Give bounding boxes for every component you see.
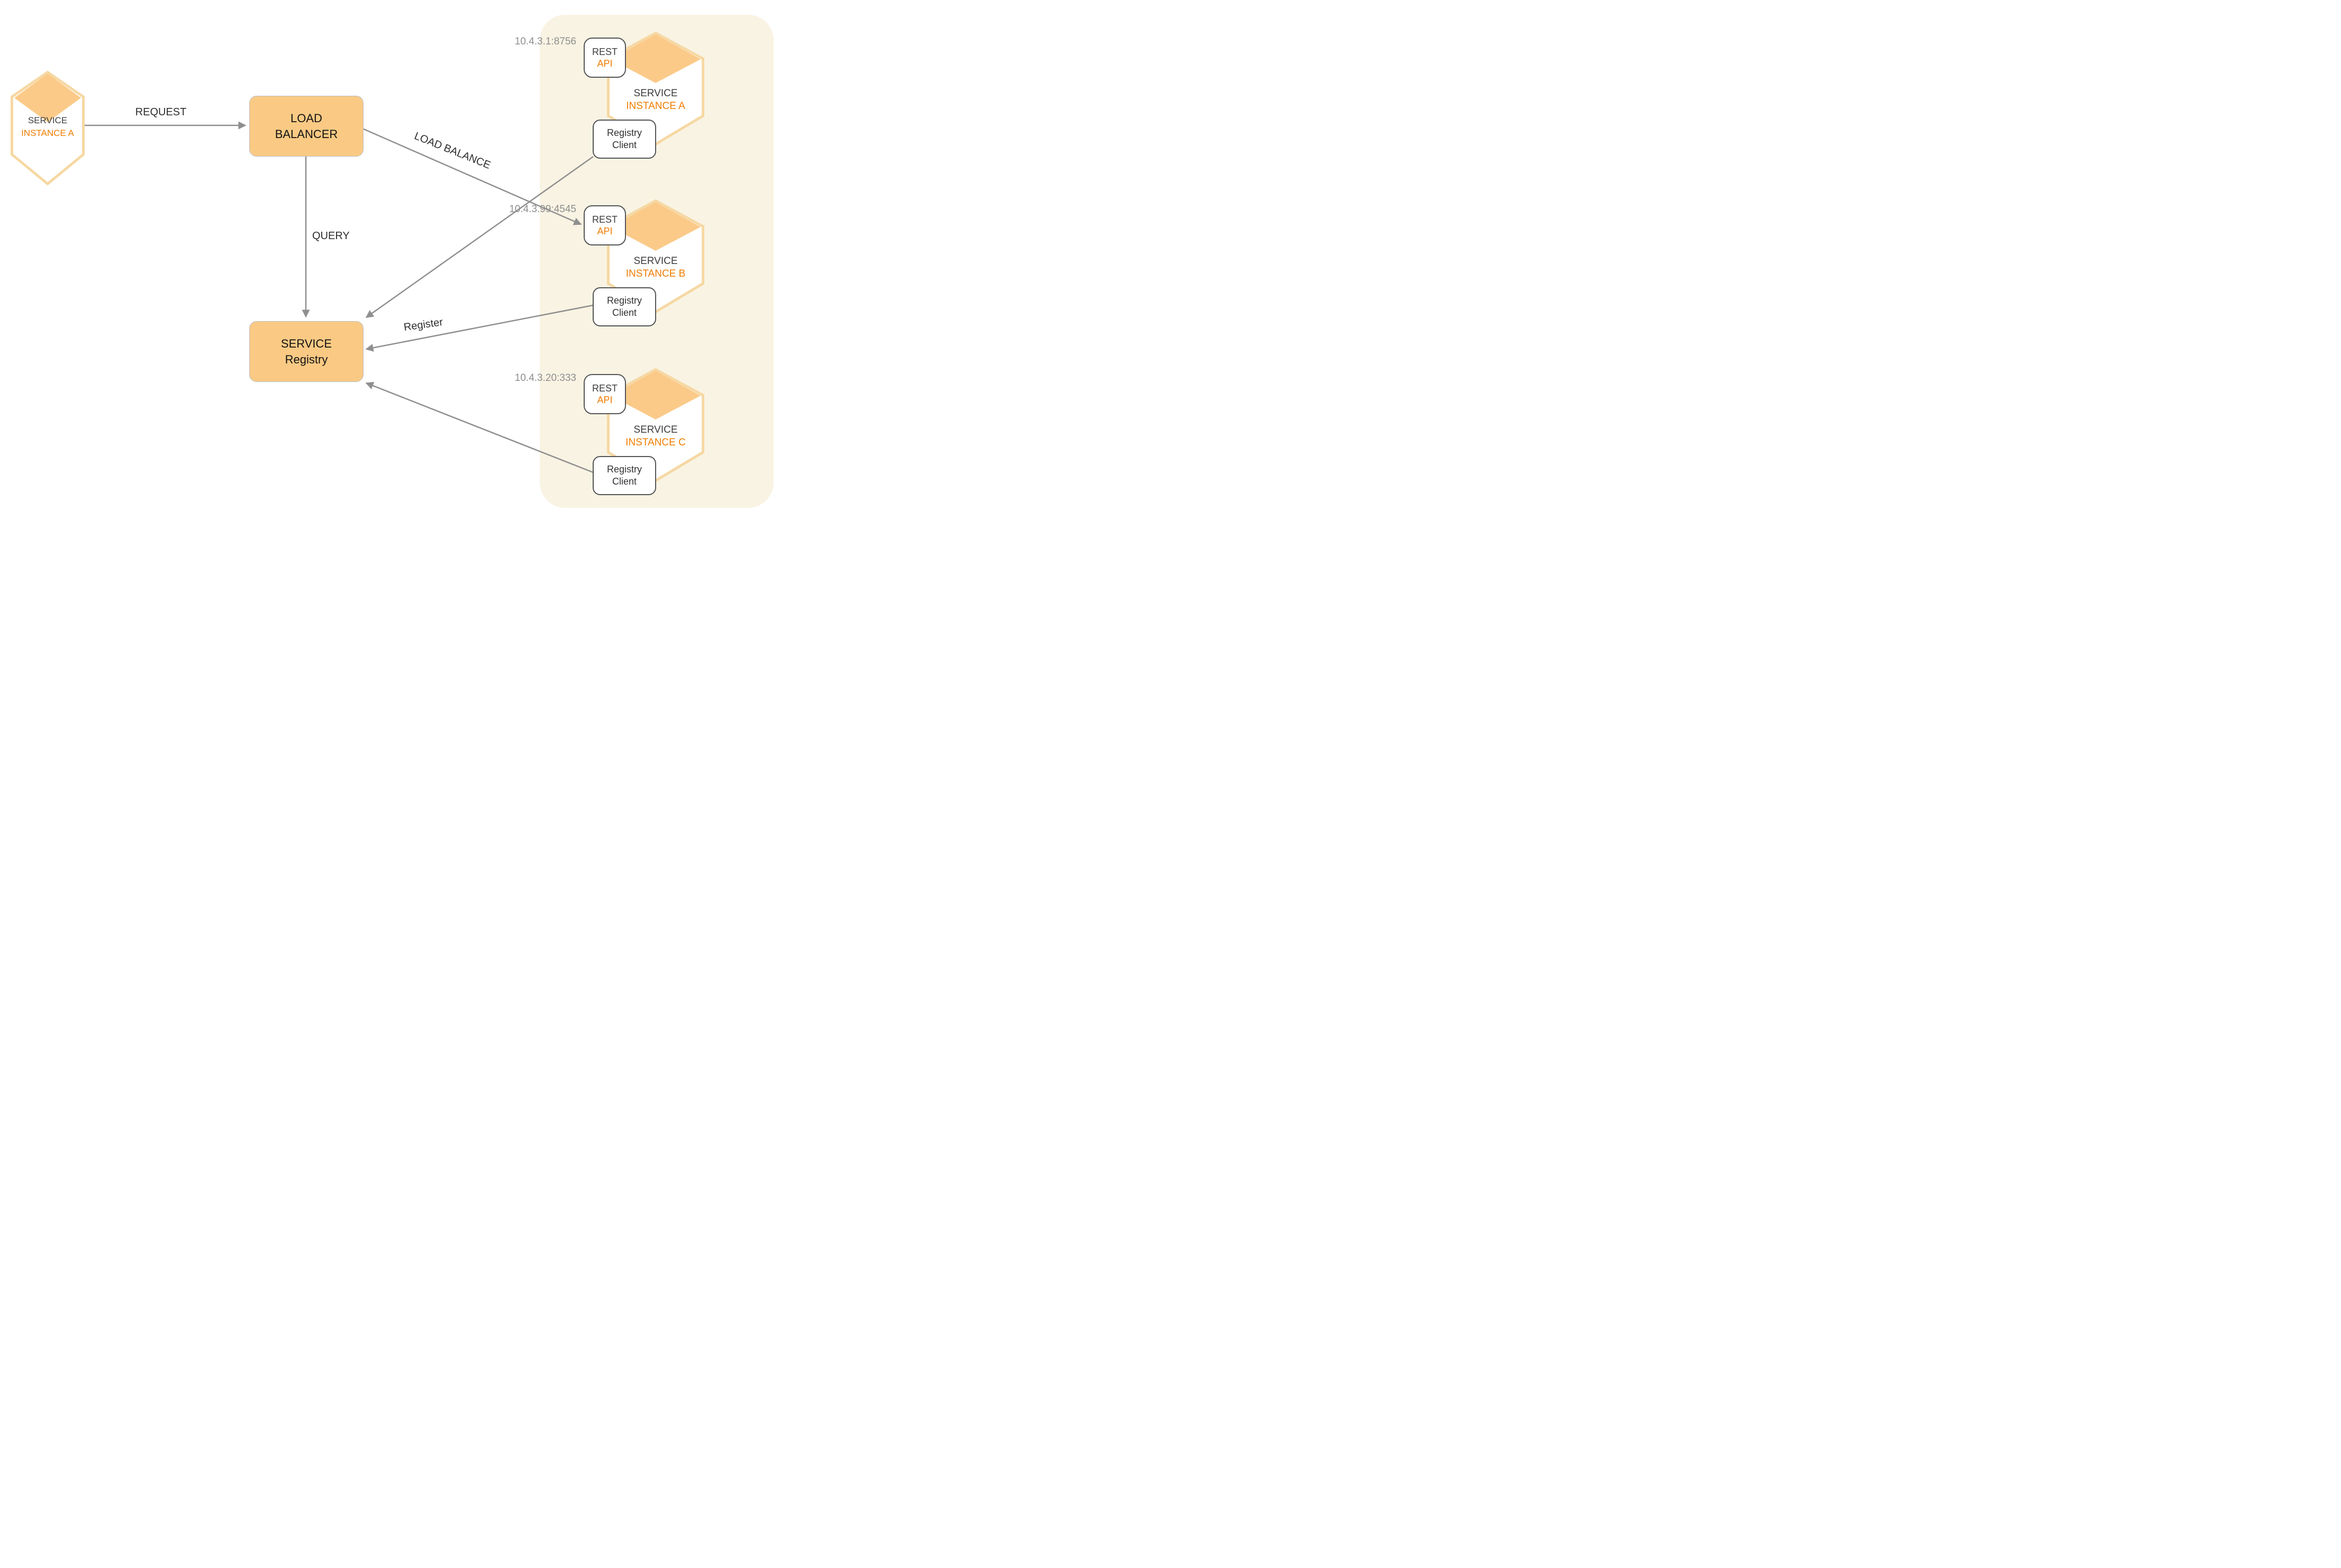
query-label: QUERY (312, 230, 350, 242)
registry-client-label-line2: Client (612, 476, 637, 487)
instance-b-registry-client-box: Registry Client (593, 287, 656, 326)
client-service-label: SERVICE (28, 115, 68, 125)
service-registry-label-line1: SERVICE (280, 336, 332, 350)
instance-b-rest-api-box: REST API (584, 205, 626, 245)
registry-client-label-line2: Client (612, 307, 637, 318)
rest-label: REST (592, 47, 618, 57)
register-arrow-instance-a (365, 156, 594, 318)
instance-a-rest-api-box: REST API (584, 38, 626, 78)
rest-label: REST (592, 383, 618, 394)
client-instance-label: INSTANCE A (21, 128, 74, 138)
instance-c-service-label: SERVICE (633, 424, 678, 435)
connector-layer (84, 121, 594, 473)
instance-b-ip-label: 10.4.3.99:4545 (509, 204, 576, 215)
diagram-canvas: REQUEST QUERY LOAD BALANCE Register SERV… (0, 0, 781, 523)
load-balancer-node: LOAD BALANCER (249, 96, 364, 157)
service-instance-a-group: 10.4.3.1:8756 SERVICE INSTANCE A REST AP… (497, 32, 735, 190)
hexagon-top-face (611, 34, 701, 83)
hexagon-top-face (14, 74, 81, 122)
rest-label: REST (592, 214, 618, 225)
instance-c-registry-client-box: Registry Client (593, 456, 656, 495)
load-balancer-label-line1: LOAD (291, 111, 322, 125)
instance-c-ip-label: 10.4.3.20:333 (514, 372, 576, 384)
instance-a-registry-client-box: Registry Client (593, 120, 656, 159)
register-arrow-instance-c (365, 381, 594, 473)
load-balance-arrow (362, 127, 582, 225)
service-instance-a-hexagon: SERVICE INSTANCE A (607, 32, 704, 145)
instance-a-ip-label: 10.4.3.1:8756 (514, 36, 576, 47)
hexagon-top-face (611, 202, 701, 251)
hexagon-cube-icon (11, 71, 85, 185)
registry-client-label-line1: Registry (606, 464, 642, 475)
instance-c-rest-api-box: REST API (584, 374, 626, 414)
hexagon-top-face (611, 371, 701, 420)
registry-client-label-line1: Registry (606, 127, 642, 138)
service-registry-node: SERVICE Registry (249, 321, 364, 382)
service-registry-label-line2: Registry (285, 352, 328, 366)
api-label: API (597, 58, 613, 69)
register-arrow-instance-b (365, 304, 594, 352)
request-label: REQUEST (135, 106, 187, 118)
instance-c-name-label: INSTANCE C (625, 437, 686, 448)
load-balancer-label-line2: BALANCER (275, 127, 338, 141)
client-service-instance-node: SERVICE INSTANCE A (11, 71, 85, 185)
instance-a-service-label: SERVICE (633, 88, 678, 99)
instance-b-service-label: SERVICE (633, 256, 678, 267)
registry-client-label-line1: Registry (606, 295, 642, 306)
api-label: API (597, 395, 613, 405)
instance-b-name-label: INSTANCE B (625, 268, 686, 279)
instance-a-name-label: INSTANCE A (626, 101, 685, 112)
service-instance-b-group: 10.4.3.99:4545 SERVICE INSTANCE B REST A… (497, 199, 735, 358)
api-label: API (597, 226, 613, 236)
service-instance-c-group: 10.4.3.20:333 SERVICE INSTANCE C REST AP… (497, 368, 735, 523)
registry-client-label-line2: Client (612, 140, 637, 150)
